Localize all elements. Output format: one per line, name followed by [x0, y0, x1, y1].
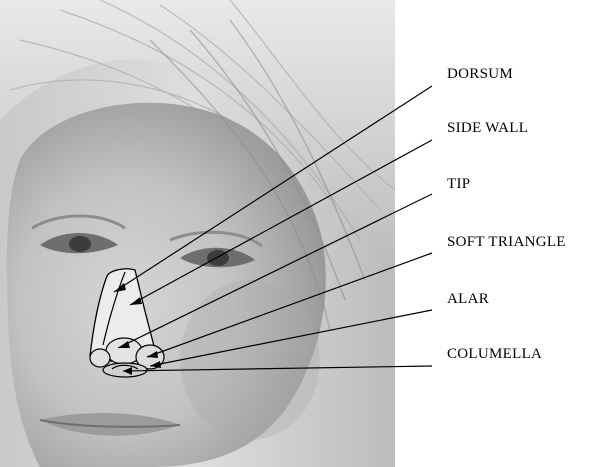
label-alar: ALAR: [447, 292, 489, 307]
label-tip: TIP: [447, 177, 470, 192]
label-dorsum: DORSUM: [447, 67, 513, 82]
label-columella: COLUMELLA: [447, 347, 542, 362]
label-soft-triangle: SOFT TRIANGLE: [447, 235, 566, 250]
label-side-wall: SIDE WALL: [447, 121, 528, 136]
